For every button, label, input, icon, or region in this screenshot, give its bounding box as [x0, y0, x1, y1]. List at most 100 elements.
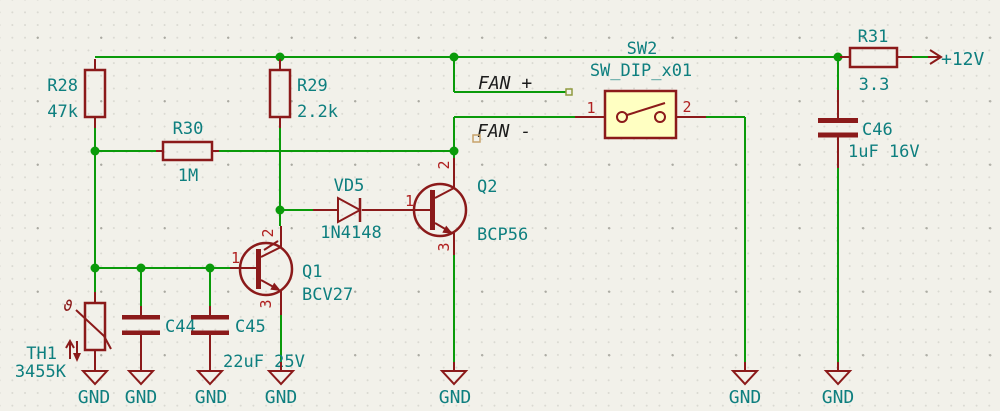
gnd-symbol-sw2[interactable]: GND — [729, 362, 762, 408]
net-label-fan-minus[interactable]: FAN - — [472, 121, 531, 143]
vd5-triangle — [337, 196, 363, 224]
q2-pin-base-number: 1 — [405, 192, 414, 210]
c44-plate-top — [122, 315, 160, 320]
q2-ref-label: Q2 — [477, 177, 497, 197]
c46-value-label: 1uF 16V — [848, 142, 920, 162]
r30-value-label: 1M — [178, 166, 198, 186]
thermistor-th1[interactable]: ϑ TH1 3455K — [15, 292, 112, 382]
r28-ref-label: R28 — [47, 76, 78, 96]
q1-emitter-arrow-icon — [270, 282, 281, 291]
junction-dot — [136, 263, 146, 273]
wires — [94, 56, 928, 362]
q2-pin-collector-number: 2 — [435, 160, 453, 169]
q1-ref-label: Q1 — [302, 262, 322, 282]
q2-collector-line — [434, 187, 455, 199]
q1-base-bar — [256, 249, 261, 289]
gnd-symbols: GND GND GND GND GND GND GND — [78, 362, 855, 408]
gnd-triangle-icon — [80, 370, 110, 386]
q1-pin-emitter-number: 3 — [257, 299, 275, 308]
junction-dot — [449, 146, 459, 156]
junction-dots — [90, 52, 843, 273]
gnd-triangle-icon — [730, 370, 760, 386]
gnd-symbol-c45[interactable]: GND — [195, 370, 228, 408]
q1-body-circle — [238, 241, 294, 297]
vd5-ref-label: VD5 — [334, 176, 365, 196]
c44-c45-value-label: 22uF 25V — [223, 352, 305, 372]
gnd-label: GND — [729, 387, 762, 408]
capacitor-c45[interactable]: C45 22uF 25V — [191, 306, 305, 372]
q1-value-label: BCV27 — [302, 285, 353, 305]
junction-dot — [833, 52, 843, 62]
gnd-triangle-icon — [126, 370, 156, 386]
fan-plus-anchor-icon — [565, 88, 573, 96]
q2-pin-emitter-number: 3 — [435, 242, 453, 251]
net-label-fan-plus[interactable]: FAN + — [478, 73, 573, 96]
gnd-label: GND — [195, 387, 228, 408]
gnd-label: GND — [439, 387, 472, 408]
gnd-triangle-icon — [823, 370, 853, 386]
th1-body — [83, 301, 107, 352]
fan-minus-label: FAN - — [477, 121, 531, 142]
resistor-r29[interactable]: R29 2.2k — [268, 59, 338, 128]
capacitor-c46[interactable]: C46 1uF 16V — [818, 90, 920, 168]
capacitor-c44[interactable]: C44 — [122, 306, 196, 371]
q2-emitter-arrow-icon — [442, 225, 453, 234]
power-flag-12v[interactable]: +12V — [928, 49, 985, 70]
c46-ref-label: C46 — [862, 120, 893, 140]
th1-value-label: 3455K — [15, 362, 67, 382]
resistor-r30[interactable]: R30 1M — [156, 119, 219, 186]
c45-ref-label: C45 — [235, 317, 266, 337]
sw2-ref-label: SW2 — [627, 39, 658, 59]
resistor-r28[interactable]: R28 47k — [47, 59, 107, 128]
c44-plate-bottom — [122, 330, 160, 335]
gnd-label: GND — [265, 387, 298, 408]
junction-dot — [275, 205, 285, 215]
transistor-q2[interactable]: 1 2 3 Q2 BCP56 — [405, 158, 528, 255]
resistor-r31[interactable]: R31 3.3 — [840, 27, 912, 95]
r29-value-label: 2.2k — [297, 102, 338, 122]
switch-sw2[interactable]: 1 2 SW2 SW_DIP_x01 — [575, 39, 706, 140]
gnd-label: GND — [822, 387, 855, 408]
sw2-lever — [626, 102, 666, 116]
diode-vd5[interactable]: VD5 1N4148 — [313, 176, 431, 243]
gnd-symbol-th1[interactable]: GND — [78, 370, 111, 408]
gnd-label: GND — [78, 387, 111, 408]
q2-body-circle — [412, 182, 468, 238]
r31-value-label: 3.3 — [859, 75, 890, 95]
q2-base-bar — [430, 190, 435, 230]
q1-collector-lines — [260, 240, 282, 258]
q2-value-label: BCP56 — [477, 225, 528, 245]
power-12v-label: +12V — [941, 49, 985, 70]
vd5-value-label: 1N4148 — [320, 223, 381, 243]
r29-body — [268, 68, 292, 119]
q1-pin-wires — [230, 226, 282, 315]
gnd-triangle-icon — [439, 370, 469, 386]
th1-theta-symbol: ϑ — [63, 297, 72, 315]
r28-body — [83, 68, 107, 119]
gnd-triangle-icon — [266, 370, 296, 386]
th1-temp-arrows-icon — [65, 338, 81, 362]
junction-dot — [90, 146, 100, 156]
r30-ref-label: R30 — [173, 119, 204, 139]
c46-plate-top — [818, 118, 858, 123]
c46-plate-bottom — [818, 132, 858, 138]
c45-plate-top — [191, 315, 229, 320]
c44-ref-label: C44 — [165, 317, 196, 337]
gnd-symbol-q1[interactable]: GND — [265, 362, 298, 408]
q1-pin-collector-number: 2 — [259, 228, 277, 237]
gnd-symbol-c46[interactable]: GND — [822, 362, 855, 408]
r29-ref-label: R29 — [297, 76, 328, 96]
transistor-q1[interactable]: 1 2 3 Q1 BCV27 — [230, 226, 353, 315]
r31-body — [848, 46, 899, 69]
sw2-pin1-number: 1 — [586, 99, 595, 117]
power-arrow-icon — [929, 49, 943, 65]
gnd-symbol-c44[interactable]: GND — [125, 370, 158, 408]
c45-plate-bottom — [191, 330, 229, 335]
gnd-triangle-icon — [195, 370, 225, 386]
junction-dot — [275, 52, 285, 62]
th1-ntc-stroke — [75, 309, 112, 350]
gnd-symbol-q2[interactable]: GND — [439, 362, 472, 408]
sw2-contact-right — [654, 111, 666, 123]
